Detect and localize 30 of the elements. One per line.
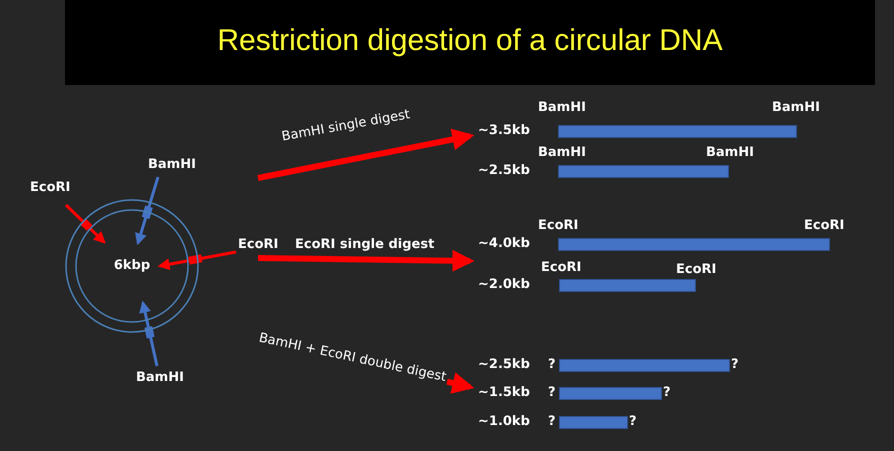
plasmid-circle <box>65 199 199 333</box>
cut-site-label: ? <box>548 357 556 373</box>
plasmid-size-label: 6kbp <box>112 258 152 274</box>
edge-label: BamHI + EcoRI double digest <box>255 330 450 386</box>
cut-site-label: BamHI <box>772 100 820 116</box>
fragment-size-label: ~2.5kb <box>478 163 530 179</box>
cut-site-label: EcoRI <box>538 218 578 234</box>
cut-site-label: BamHI <box>706 145 754 161</box>
enzyme-label: EcoRI <box>238 237 278 253</box>
fragment-size-label: ~2.0kb <box>478 277 530 293</box>
cut-site-label: ? <box>548 385 556 401</box>
cut-site-label: ? <box>731 357 739 373</box>
cut-site-label: ? <box>663 385 671 401</box>
fragment-size-label: ~4.0kb <box>478 236 530 252</box>
enzyme-label: BamHI <box>148 157 196 173</box>
fragment-size-label: ~1.0kb <box>478 414 530 430</box>
cut-site-label: BamHI <box>538 100 586 116</box>
cut-site-label: EcoRI <box>541 260 582 276</box>
cut-site-label: BamHI <box>538 145 586 161</box>
enzyme-label: BamHI <box>136 370 184 386</box>
cut-site-label: ? <box>629 414 637 430</box>
fragment-size-label: ~3.5kb <box>478 123 530 139</box>
cut-site-label: ? <box>548 414 556 430</box>
cut-site-label: EcoRI <box>804 218 844 234</box>
fragment-size-label: ~1.5kb <box>478 385 530 401</box>
enzyme-label: EcoRI <box>30 180 70 196</box>
fragment-size-label: ~2.5kb <box>478 357 530 373</box>
cut-site-label: EcoRI <box>676 262 716 278</box>
edge-label: EcoRI single digest <box>293 237 436 253</box>
title: Restriction digestion of a circular DNA <box>216 23 724 59</box>
